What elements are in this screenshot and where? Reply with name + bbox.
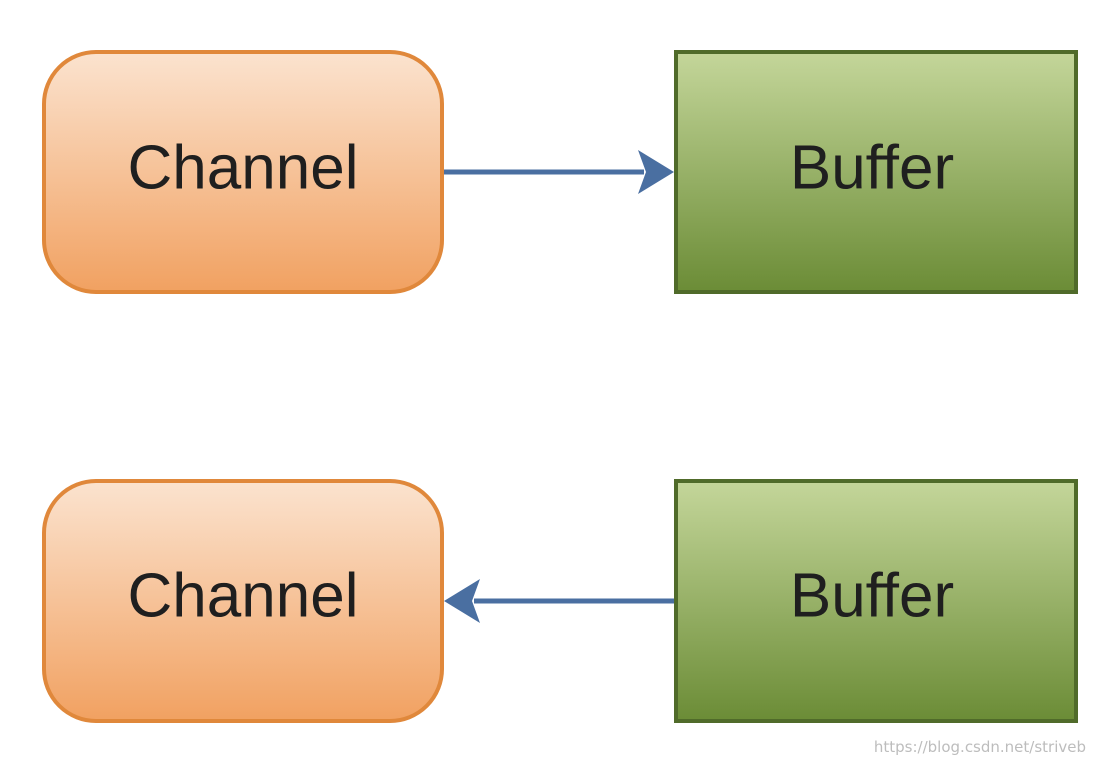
arrowhead-left <box>444 579 480 623</box>
watermark-url: https://blog.csdn.net/striveb <box>873 738 1086 756</box>
arrowhead-right <box>638 150 674 194</box>
buffer-node <box>674 479 1078 723</box>
channel-label: Channel <box>128 133 359 202</box>
channel-node <box>42 50 444 294</box>
buffer-node <box>674 50 1078 294</box>
buffer-label: Buffer <box>790 133 954 202</box>
row-read: Channel Buffer <box>42 50 1078 294</box>
row-write: Channel Buffer <box>42 479 1078 723</box>
channel-node <box>42 479 444 723</box>
buffer-label: Buffer <box>790 561 954 630</box>
channel-label: Channel <box>128 561 359 630</box>
